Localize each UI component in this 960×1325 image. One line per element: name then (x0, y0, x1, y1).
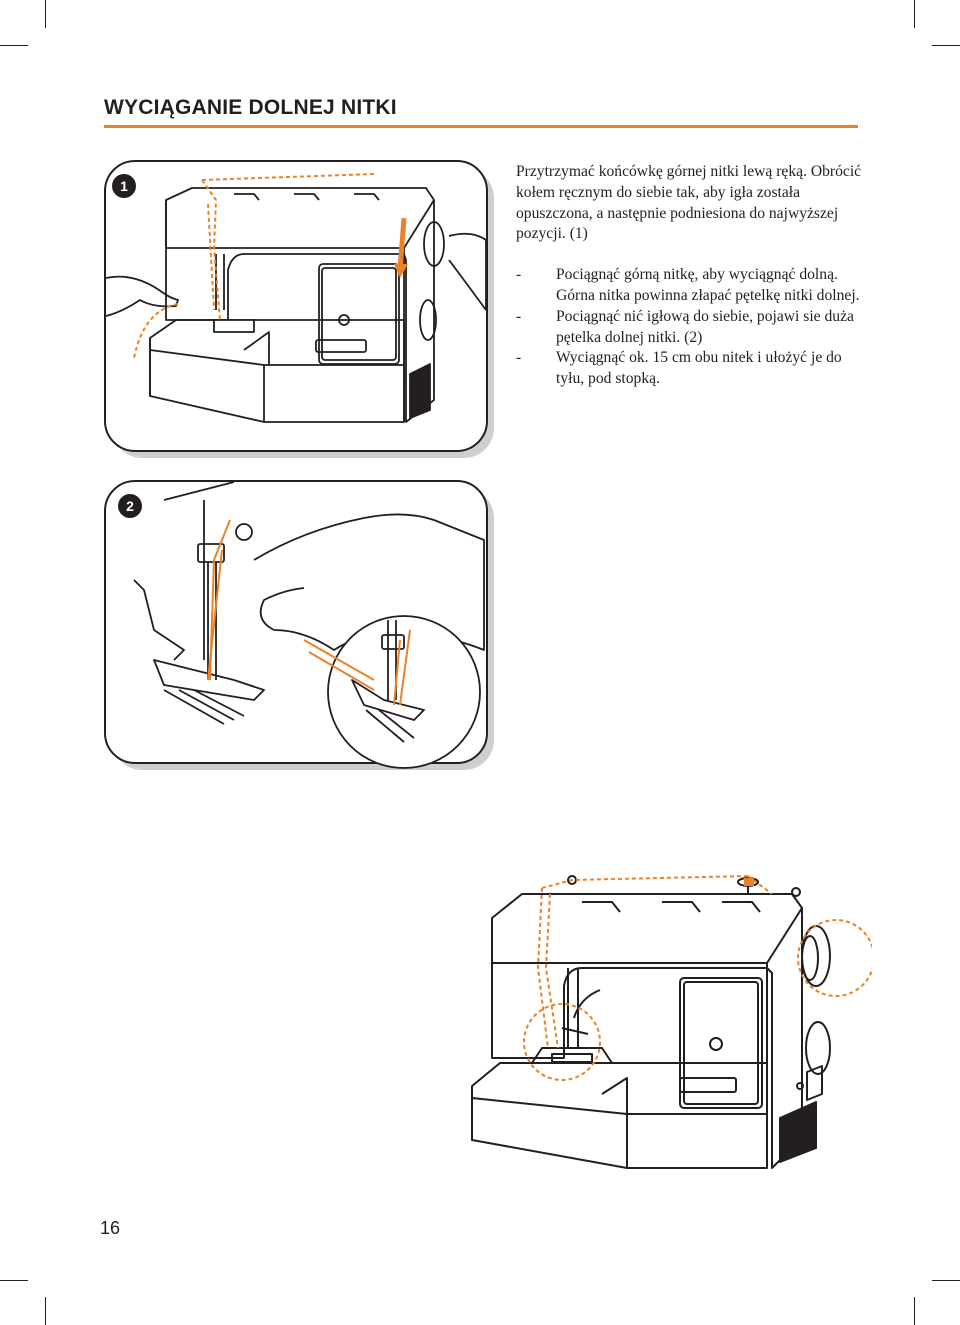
crop-mark (45, 1297, 46, 1325)
figure-1-number: 1 (120, 178, 128, 194)
sewing-machine-illustration (462, 858, 872, 1188)
crop-mark (914, 1297, 915, 1325)
instruction-step-3: - Wyciągnąć ok. 15 cm obu nitek i ułożyć… (516, 348, 866, 390)
figure-2-panel: 2 (104, 480, 496, 772)
crop-mark (0, 1280, 28, 1281)
crop-mark (932, 1280, 960, 1281)
figure-1-panel: 1 (104, 160, 496, 460)
figure-2-number: 2 (126, 498, 134, 514)
step-text: Pociągnąć nić igłową do siebie, pojawi s… (556, 307, 854, 346)
step-text: Wyciągnąć ok. 15 cm obu nitek i ułożyć j… (556, 349, 842, 388)
crop-mark (932, 45, 960, 46)
instructions-text: Przytrzymać końcówkę górnej nitki lewą r… (516, 162, 866, 390)
step-dash: - (516, 266, 522, 284)
crop-mark (0, 45, 28, 46)
figure-2-number-badge (118, 494, 142, 518)
step-text: Pociągnąć górną nitkę, aby wyciągnąć dol… (556, 266, 860, 304)
instruction-step-2: - Pociągnąć nić igłową do siebie, pojawi… (516, 307, 866, 349)
crop-mark (914, 0, 915, 28)
step-dash: - (516, 307, 522, 325)
title-rule (104, 125, 858, 128)
section-title: WYCIĄGANIE DOLNEJ NITKI (104, 96, 397, 119)
crop-mark (45, 0, 46, 28)
page-number: 16 (100, 1218, 121, 1238)
figure-1-number-badge (112, 174, 136, 198)
instruction-step-1: - Pociągnąć górną nitkę, aby wyciągnąć d… (516, 265, 866, 307)
step-dash: - (516, 349, 522, 367)
instructions-intro: Przytrzymać końcówkę górnej nitki lewą r… (516, 163, 862, 243)
